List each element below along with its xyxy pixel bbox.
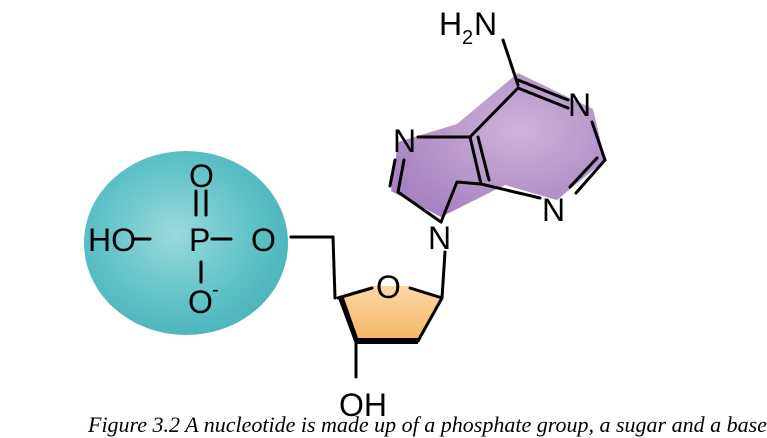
phosphate-oxygen-bottom: O — [188, 284, 213, 320]
phosphate-group-circle — [84, 151, 288, 335]
base-nitrogen-n1: N — [568, 87, 591, 123]
hydroxyl-label: HO — [88, 222, 136, 258]
sugar-ring-fill — [338, 286, 442, 341]
base-nitrogen-n9: N — [428, 220, 451, 256]
figure-caption: Figure 3.2 A nucleotide is made up of a … — [88, 412, 767, 437]
base-ring-fill — [391, 73, 605, 217]
amine-hydrogen: H — [439, 6, 462, 42]
negative-charge: - — [212, 279, 219, 301]
amine-subscript: 2 — [462, 27, 473, 49]
amine-nitrogen: N — [474, 6, 497, 42]
phosphate-oxygen-top: O — [189, 158, 214, 194]
bridging-oxygen-label: O — [251, 222, 276, 258]
sugar-ring-oxygen: O — [376, 269, 401, 305]
sugar-front-edge — [338, 298, 418, 344]
phosphorus-label: P — [189, 222, 210, 258]
base-nitrogen-n7: N — [393, 123, 416, 159]
bond-lines — [131, 38, 607, 379]
sugar-hydroxyl-label: OH — [339, 387, 387, 423]
base-nitrogen-n3: N — [542, 192, 565, 228]
